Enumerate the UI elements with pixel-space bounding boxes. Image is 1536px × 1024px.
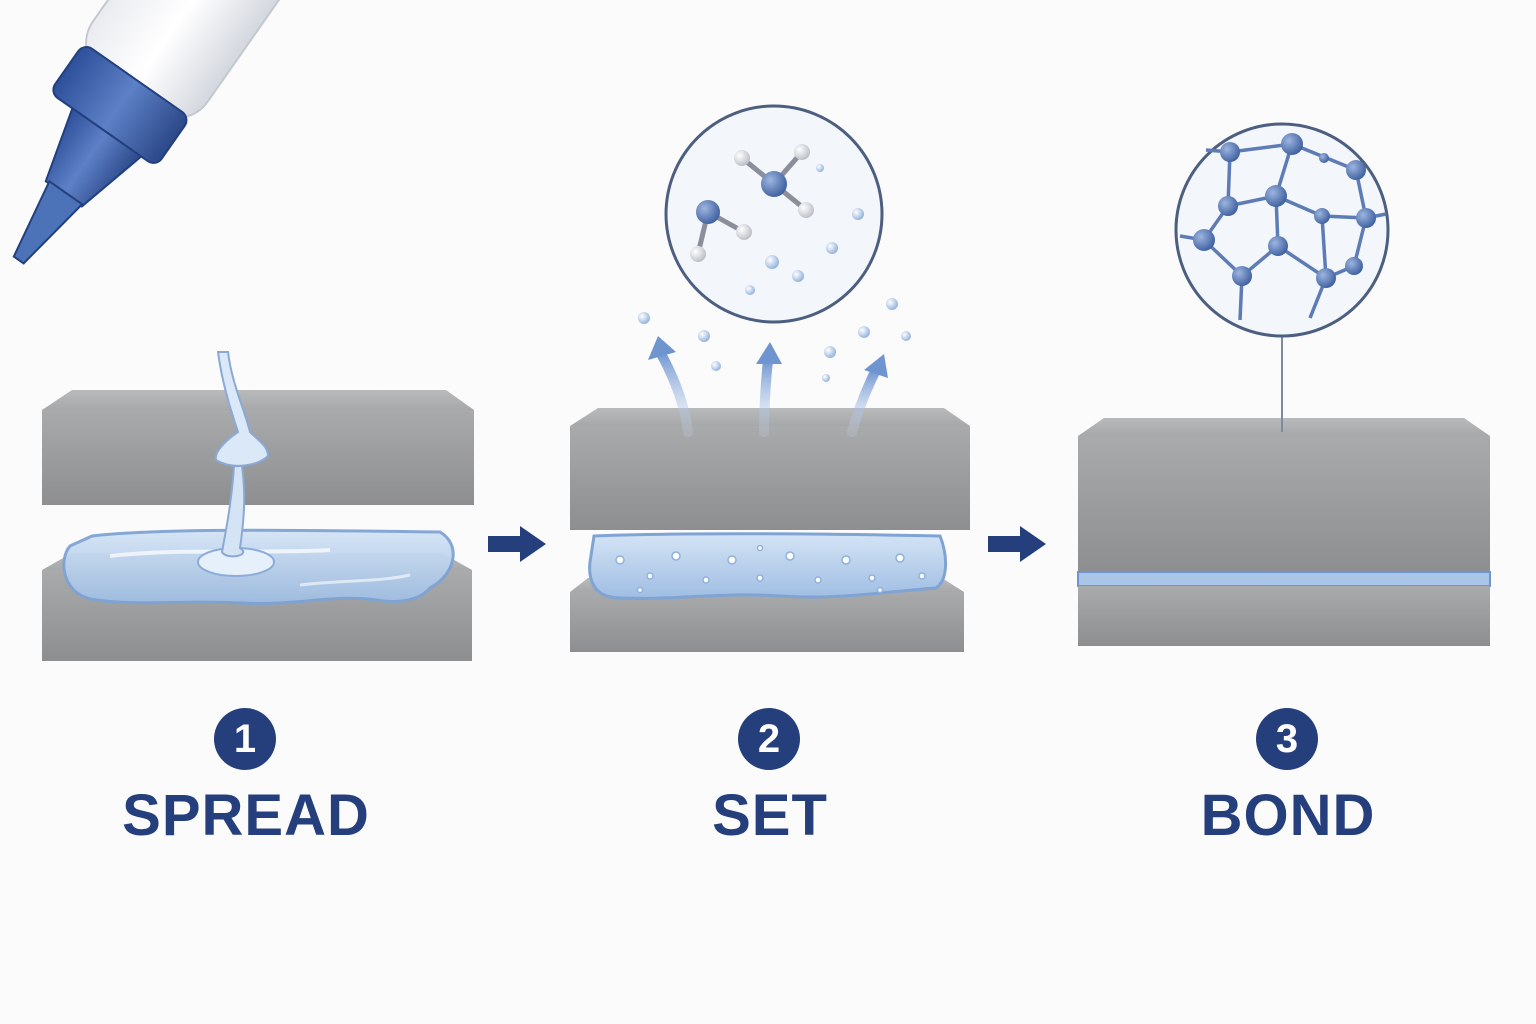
step-number-2: 2 <box>738 708 800 770</box>
step1-glue-stream <box>214 351 270 558</box>
vapor-bubbles <box>638 298 911 382</box>
arrow-right-icon <box>988 526 1046 562</box>
step-number-3: 3 <box>1256 708 1318 770</box>
step-label-spread: SPREAD <box>122 783 370 848</box>
arrow-right-icon <box>488 526 546 562</box>
step2-top-block <box>570 408 970 530</box>
step-label-bond: BOND <box>1200 783 1376 848</box>
step2-glue-layer <box>588 532 947 600</box>
glue-bottle-icon <box>12 0 287 265</box>
molecule-magnifier-icon <box>664 104 884 324</box>
polymer-network-icon <box>1174 122 1390 338</box>
step1-glue-puddle <box>62 528 455 605</box>
step3-bonded-block <box>1077 418 1491 646</box>
vapor-arrow-icon <box>648 336 888 437</box>
step-label-set: SET <box>712 783 828 848</box>
step-number-1: 1 <box>214 708 276 770</box>
